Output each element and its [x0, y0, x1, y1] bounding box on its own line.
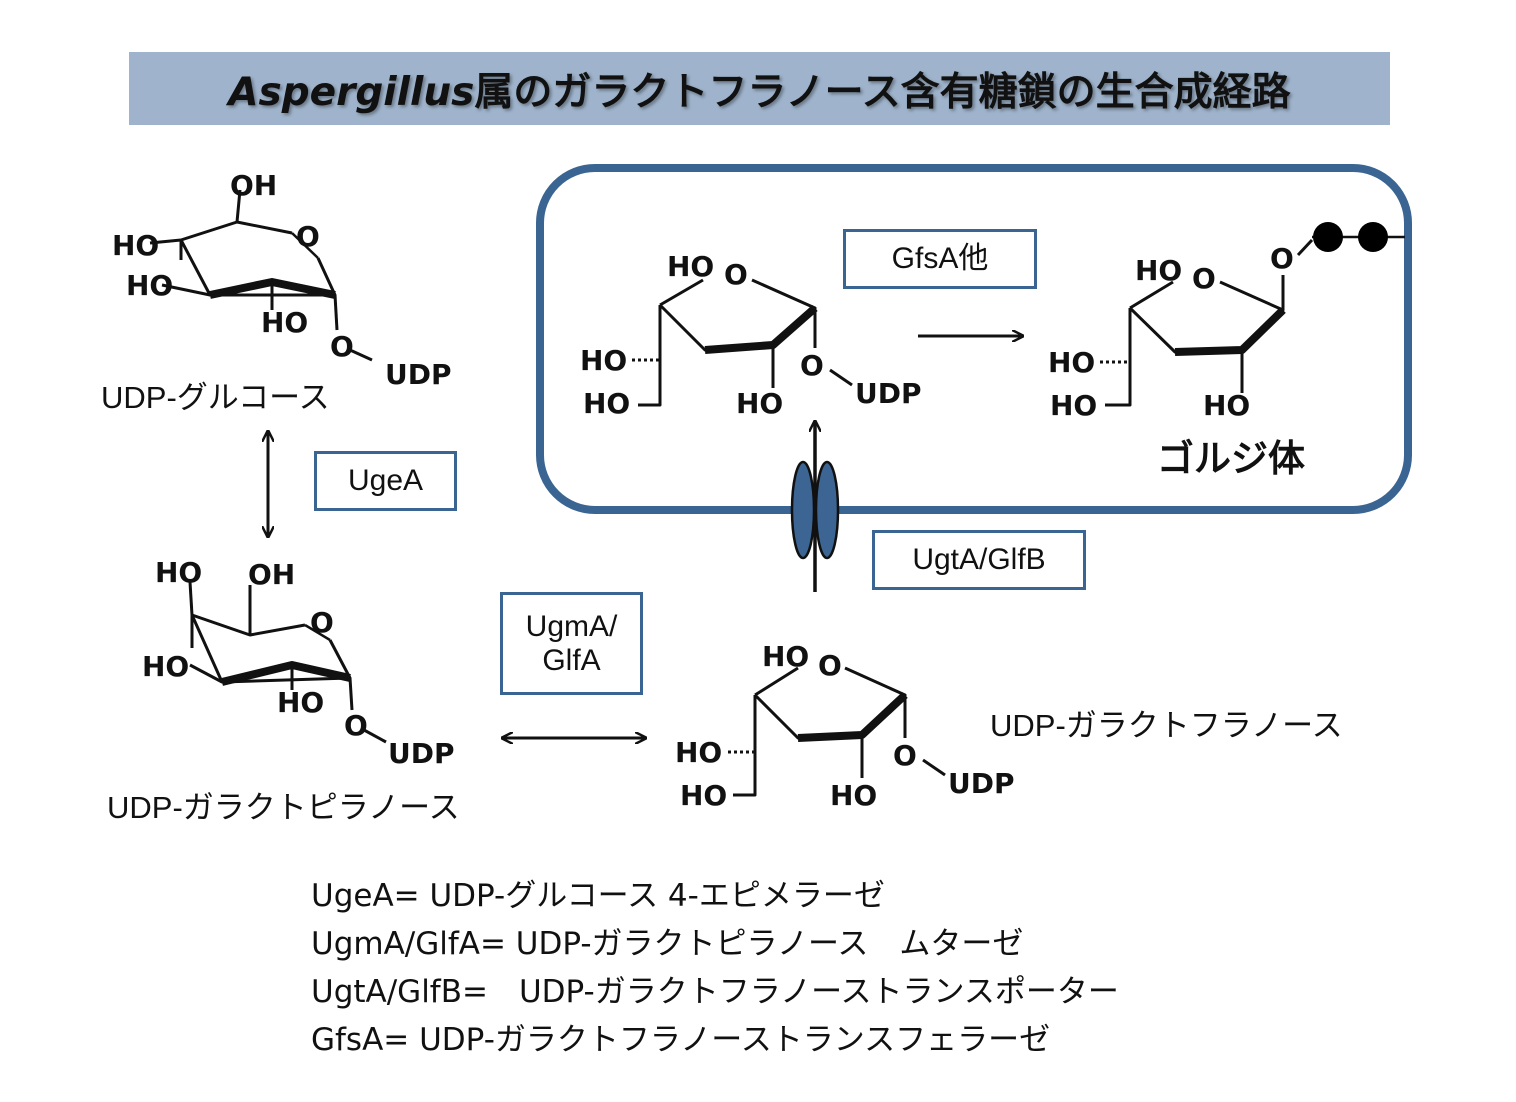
transporter-subunit-right: [814, 460, 840, 560]
galp-ring-o: O: [310, 606, 334, 639]
galf-ho-6b: HO: [680, 779, 727, 812]
glycan-ho-5: HO: [1135, 254, 1182, 287]
glc-ho-3: HO: [126, 269, 173, 302]
sugar-residue-2: [1358, 222, 1388, 252]
galf-ho-6a: HO: [675, 736, 722, 769]
galp-udp: UDP: [388, 737, 455, 770]
legend-item-ugma: UgmA/GlfA= UDP-ガラクトピラノース ムターゼ: [311, 926, 1024, 962]
glycan-ring-o: O: [1192, 262, 1216, 295]
galf-udp: UDP: [948, 767, 1015, 800]
enzyme-box-ugea: UgeA: [314, 451, 457, 511]
glc-ho-4: HO: [112, 229, 159, 262]
glc-o-1: O: [330, 330, 354, 363]
golgi-galf-ho-5: HO: [667, 250, 714, 283]
title-rest: 属のガラクトフラノース含有糖鎖の生合成経路: [474, 69, 1291, 115]
sugar-chain: [1313, 222, 1388, 252]
galf-ho-5: HO: [762, 640, 809, 673]
golgi-galf-ho-2: HO: [736, 387, 783, 420]
enzyme-label-gfsa: GfsA他: [891, 242, 989, 275]
glycan-ho-6a: HO: [1048, 346, 1095, 379]
golgi-galf-o-1: O: [800, 349, 824, 382]
enzyme-box-ugma: UgmA/ GlfA: [500, 592, 643, 695]
udp-glucose-atoms: OH O HO HO HO O UDP: [112, 169, 452, 391]
sugar-residue-1: [1313, 222, 1343, 252]
enzyme-label-ugma-line2: GlfA: [542, 643, 601, 677]
glc-ring-o: O: [296, 220, 320, 253]
glycan-o-1: O: [1270, 242, 1294, 275]
golgi-galf-ho-6a: HO: [580, 344, 627, 377]
udp-galactopyranose-structure: [188, 581, 387, 744]
enzyme-legend: UgeA= UDP-グルコース 4-エピメラーゼ UgmA/GlfA= UDP-…: [311, 872, 1119, 1064]
label-udp-galactopyranose: UDP-ガラクトピラノース: [107, 790, 460, 825]
glc-ho-2: HO: [261, 306, 308, 339]
enzyme-box-ugta: UgtA/GlfB: [872, 530, 1086, 590]
golgi-compartment: [536, 164, 1412, 514]
udp-galactofuranose-structure: [728, 666, 946, 797]
label-udp-galactofuranose: UDP-ガラクトフラノース: [990, 708, 1343, 743]
glycan-ho-2: HO: [1203, 389, 1250, 422]
enzyme-label-ugea: UgeA: [347, 464, 424, 497]
galf-ring-o: O: [818, 649, 842, 682]
transporter-subunit-left: [790, 460, 816, 560]
title-genus: Aspergillus: [228, 69, 475, 115]
galp-o-1: O: [344, 709, 368, 742]
glc-oh-6: OH: [230, 169, 277, 202]
galp-ho-4: HO: [155, 556, 202, 589]
legend-item-ugta: UgtA/GlfB= UDP-ガラクトフラノーストランスポーター: [311, 974, 1119, 1010]
transporter-ugta: [790, 422, 840, 592]
label-golgi: ゴルジ体: [1157, 437, 1305, 480]
galp-ho-2: HO: [277, 686, 324, 719]
galp-ho-3: HO: [142, 650, 189, 683]
galf-o-1: O: [893, 739, 917, 772]
glycan-ho-6b: HO: [1050, 389, 1097, 422]
page-title: Aspergillus属のガラクトフラノース含有糖鎖の生合成経路: [228, 61, 1290, 117]
udp-galactopyranose-atoms: HO OH O HO HO O UDP: [142, 556, 455, 770]
golgi-udp-galf-structure: [632, 278, 853, 407]
galp-oh-6: OH: [248, 558, 295, 591]
legend-item-ugea: UgeA= UDP-グルコース 4-エピメラーゼ: [311, 878, 885, 914]
udp-glucose-structure: [149, 189, 373, 362]
galf-glycan-atoms: HO O O HO HO HO: [1048, 242, 1294, 422]
glc-udp: UDP: [385, 358, 452, 391]
enzyme-box-gfsa: GfsA他: [843, 229, 1037, 289]
udp-galactofuranose-atoms: HO O HO HO HO O UDP: [675, 640, 1015, 812]
title-bar: Aspergillus属のガラクトフラノース含有糖鎖の生合成経路: [129, 52, 1390, 125]
enzyme-label-ugma-line1: UgmA/: [525, 609, 618, 643]
golgi-galf-ring-o: O: [724, 258, 748, 291]
galf-ho-2: HO: [830, 779, 877, 812]
golgi-udp-galf-atoms: HO O HO HO HO O UDP: [580, 250, 922, 420]
enzyme-label-ugta: UgtA/GlfB: [912, 543, 1046, 576]
golgi-galf-udp: UDP: [855, 377, 922, 410]
golgi-galf-ho-6b: HO: [583, 387, 630, 420]
legend-item-gfsa: GfsA= UDP-ガラクトフラノーストランスフェラーゼ: [311, 1022, 1051, 1058]
label-udp-glucose: UDP-グルコース: [101, 380, 330, 415]
